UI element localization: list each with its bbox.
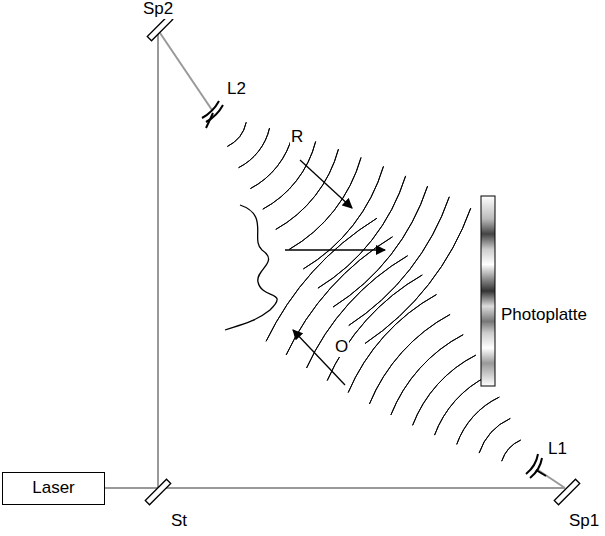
wavefront [303,166,383,269]
lenses [202,101,546,478]
wavefront [307,256,408,368]
lens-label: L2 [226,80,247,99]
mirror-label: Sp2 [142,0,174,19]
wavefront [276,149,339,229]
wavefront [479,418,510,453]
wavefront [318,176,406,288]
wavefront [327,275,422,381]
wavefront [263,142,316,210]
splitter-label: St [170,512,188,531]
wavefronts [227,122,520,461]
wavefront [250,134,292,188]
wavefront [502,440,521,461]
object [225,205,277,330]
wave-label: R [290,128,304,147]
wavefront [391,335,463,415]
laser-box: Laser [2,472,105,505]
wavefront [369,314,450,404]
mirrors [145,15,579,504]
wavefront [365,208,471,343]
wavefront [227,122,246,146]
photoplate [481,196,495,386]
wavefront [289,157,361,249]
plate-label: Photoplatte [500,306,588,325]
wavefront [348,295,436,393]
wave-label: O [334,338,349,357]
wavefront [435,376,488,435]
beam-arrows [285,160,385,385]
lens-label: L1 [547,440,568,459]
wavefront [266,218,377,341]
wavefront [239,128,270,168]
mirror-label: Sp1 [568,512,600,531]
node-label: Laser [32,479,75,498]
beam-path [105,30,565,488]
wavefront [457,397,500,444]
